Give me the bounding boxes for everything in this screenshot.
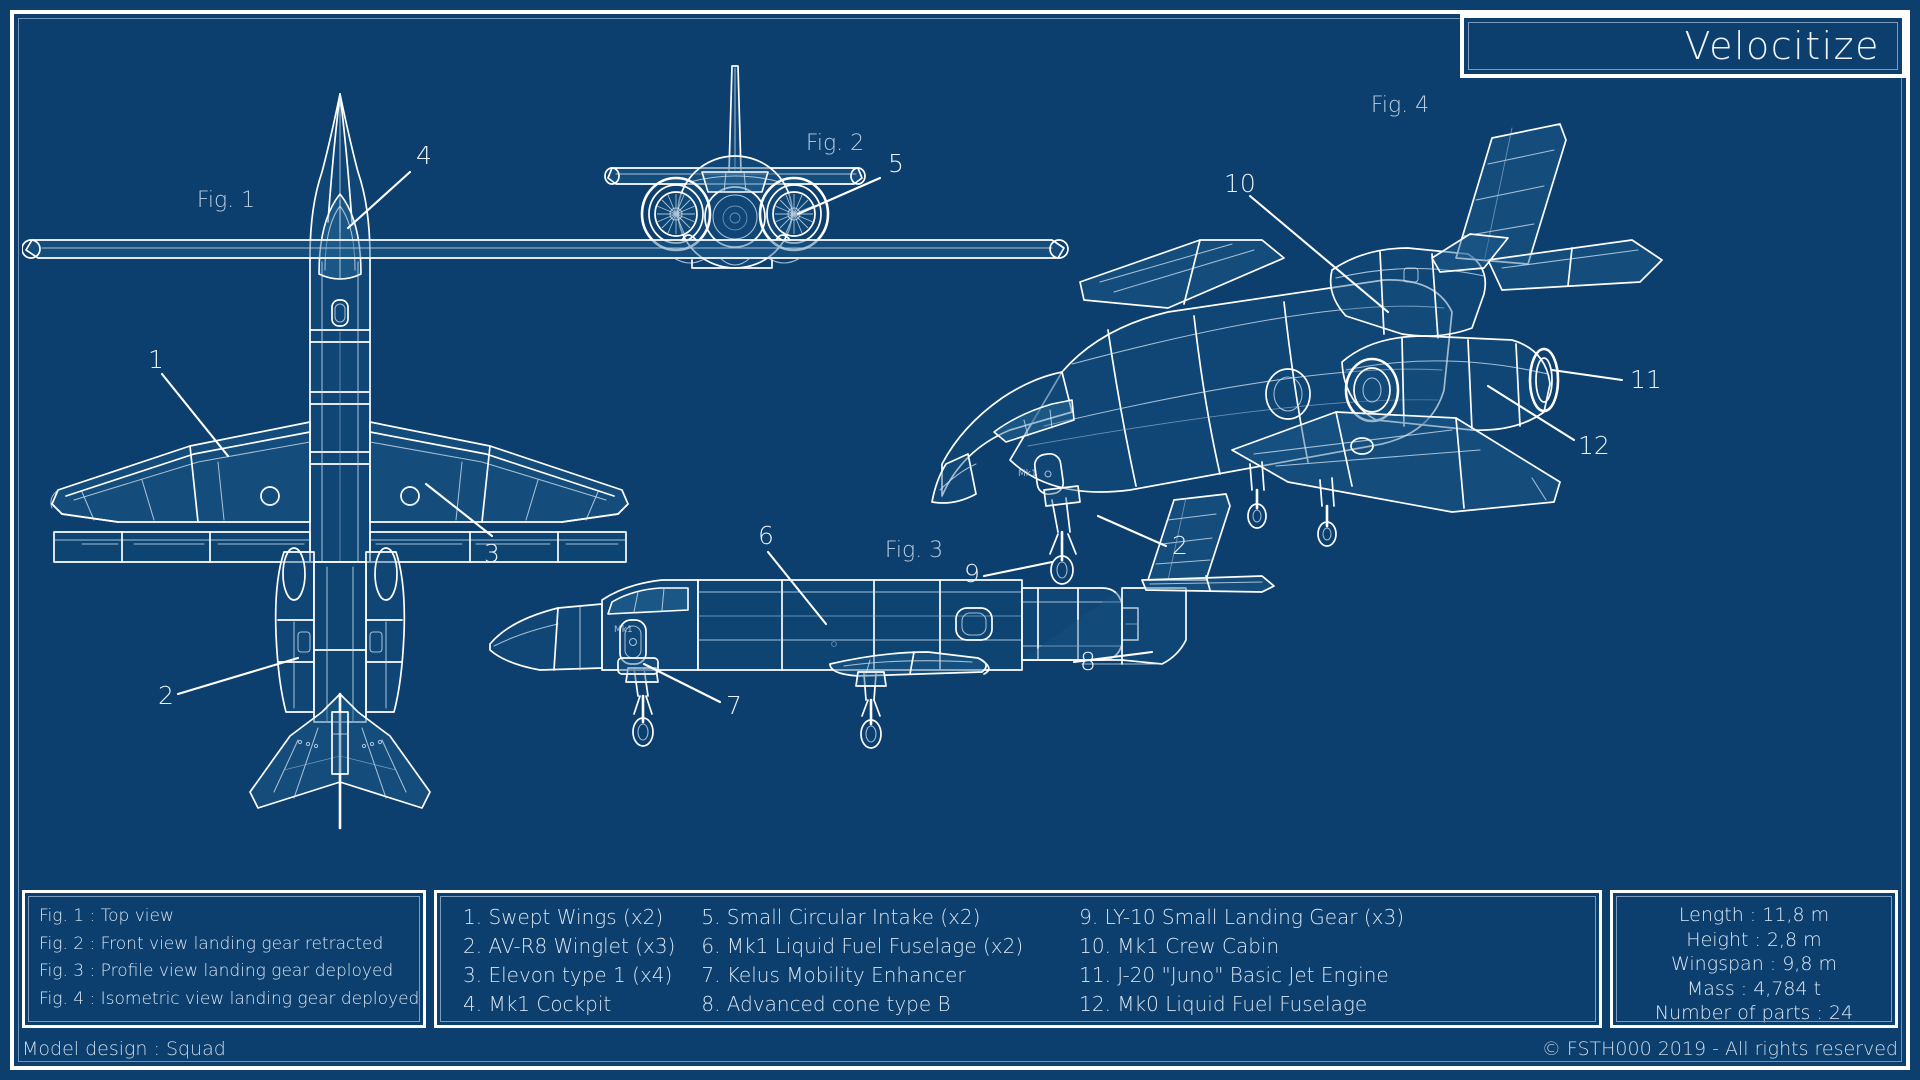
footer: Model design : Squad © FSTH000 2019 - Al… [22,1034,1898,1064]
footer-model-design: Model design : Squad [22,1038,226,1060]
figure-label-fig4: Fig. 4 [1371,93,1429,118]
callout-12: 12 [1578,431,1610,460]
figure-legend-line: Fig. 1 : Top view [39,906,174,926]
callout-7: 7 [726,691,742,720]
figure-profile-view: Mk1 [489,493,1275,749]
figure-top-view: Fig. 1 4 1 3 2 [50,93,629,830]
drawing-area: Fig. 1 4 1 3 2 [22,22,1898,882]
part-list-item: 11. J-20 "Juno" Basic Jet Engine [1079,963,1389,987]
title-block: Velocitize [1460,14,1906,78]
figure-isometric-view: Mk1 [931,93,1663,588]
part-list-item: 4. Mk1 Cockpit [463,992,612,1016]
part-list-item: 10. Mk1 Crew Cabin [1079,934,1280,958]
spec-wingspan: Wingspan : 9,8 m [1671,953,1837,975]
outer-frame [10,10,1910,1070]
callout-3: 3 [484,539,500,568]
part-list-item: 2. AV-R8 Winglet (x3) [463,934,676,958]
callout-2: 2 [158,681,174,710]
callout-11: 11 [1630,365,1662,394]
figure-label-fig2: Fig. 2 [806,131,864,156]
part-list-item: 7. Kelus Mobility Enhancer [701,963,966,987]
figure-legend-line: Fig. 2 : Front view landing gear retract… [39,933,384,954]
part-list-item: 1. Swept Wings (x2) [463,905,664,929]
figure-legend-panel: Fig. 1 : Top view Fig. 2 : Front view la… [22,890,426,1028]
parts-column-1: 1. Swept Wings (x2) 2. AV-R8 Winglet (x3… [463,903,701,1016]
part-list-item: 3. Elevon type 1 (x4) [463,963,673,987]
figure-legend-line: Fig. 4 : Isometric view landing gear dep… [39,988,420,1009]
part-list-item: 5. Small Circular Intake (x2) [701,905,981,929]
parts-column-2: 5. Small Circular Intake (x2) 6. Mk1 Liq… [701,903,1079,1016]
callout-5: 5 [888,149,904,178]
part-list-item: 6. Mk1 Liquid Fuel Fuselage (x2) [701,934,1024,958]
parts-list-panel: 1. Swept Wings (x2) 2. AV-R8 Winglet (x3… [434,890,1602,1028]
svg-text:Mk1: Mk1 [1018,469,1037,479]
page-title: Velocitize [1684,24,1880,68]
part-list-item: 9. LY-10 Small Landing Gear (x3) [1079,905,1405,929]
figure-label-fig3: Fig. 3 [885,538,943,563]
inner-hairline-frame [18,18,1902,1062]
callout-9: 9 [964,559,980,588]
spec-mass: Mass : 4,784 t [1686,977,1822,1000]
callout-4: 4 [416,141,432,170]
figure-label-fig1: Fig. 1 [197,188,255,213]
callout-10: 10 [1224,169,1256,198]
spec-length: Length : 11,8 m [1678,904,1830,926]
callout-6: 6 [758,521,774,550]
callout-1: 1 [148,345,164,374]
spec-number-of-parts: Number of parts : 24 [1654,1002,1854,1024]
callout-2-fig3: 2 [1172,531,1188,560]
parts-column-3: 9. LY-10 Small Landing Gear (x3) 10. Mk1… [1079,903,1405,1016]
figure-front-view: Fig. 2 5 [22,65,1069,269]
spec-height: Height : 2,8 m [1686,928,1822,951]
specifications-panel: Length : 11,8 m Height : 2,8 m Wingspan … [1610,890,1898,1028]
svg-text:Mk1: Mk1 [614,625,633,635]
figure-legend-line: Fig. 3 : Profile view landing gear deplo… [39,961,394,981]
footer-copyright: © FSTH000 2019 - All rights reserved [1541,1038,1898,1060]
bottom-panels: Fig. 1 : Top view Fig. 2 : Front view la… [22,890,1898,1028]
part-list-item: 12. Mk0 Liquid Fuel Fuselage [1079,992,1368,1016]
callout-8: 8 [1080,647,1096,676]
part-list-item: 8. Advanced cone type B [701,992,951,1016]
